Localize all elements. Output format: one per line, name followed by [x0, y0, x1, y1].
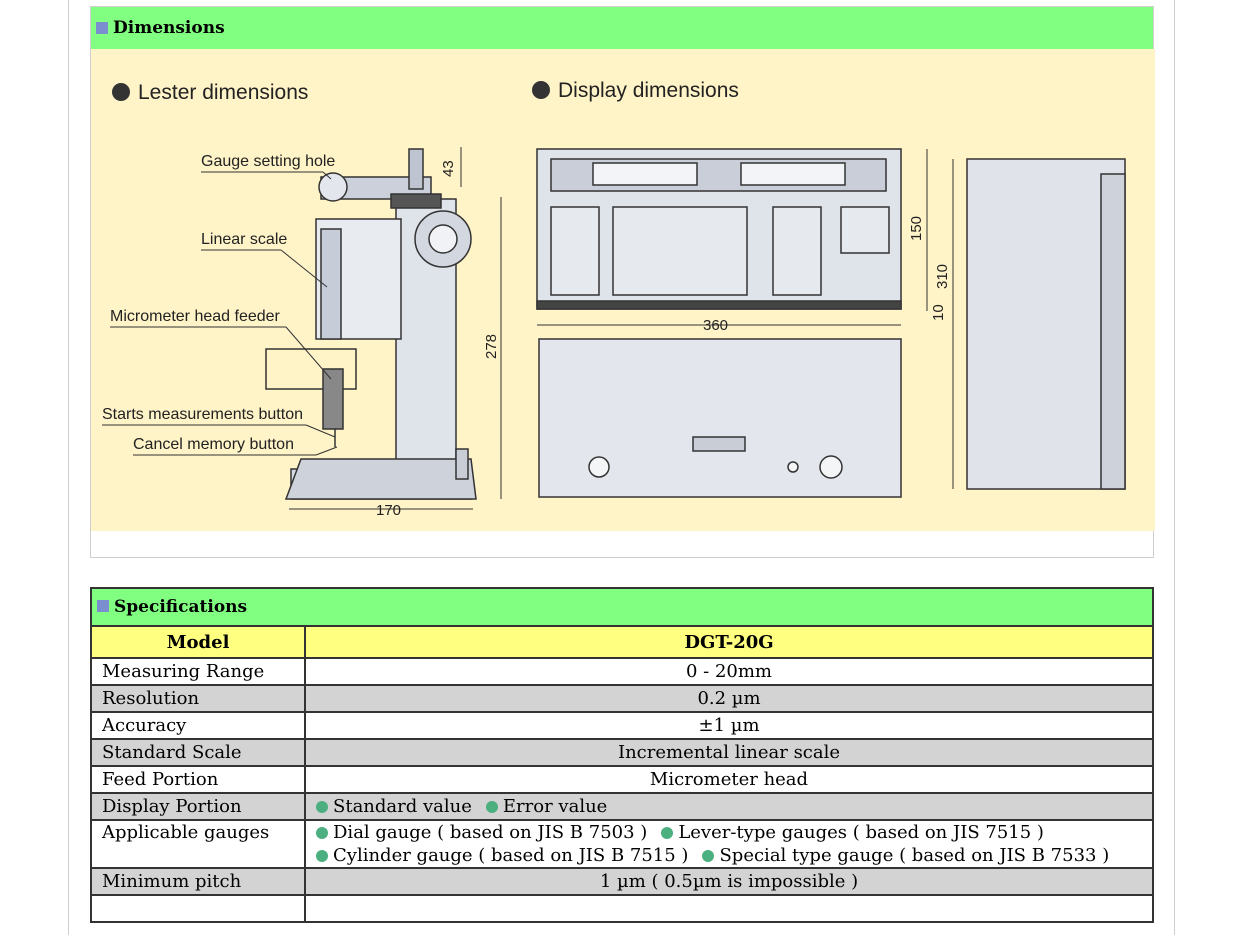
display-portion-row: Display Portion Standard value Error valu…	[90, 792, 1154, 821]
gauge-item: Special type gauge ( based on JIS B 7533…	[719, 845, 1110, 866]
dimensions-figure: Lester dimensions Display dimensions	[91, 49, 1155, 531]
specifications-title: Specifications	[114, 596, 248, 617]
label-starts-measurements-button: Starts measurements button	[102, 406, 303, 423]
display-portion-values: Standard value Error value	[304, 792, 1154, 821]
row-label: Accuracy	[90, 711, 306, 740]
table-row: Resolution 0.2 µm	[90, 684, 1154, 713]
bullet-dot-icon	[112, 83, 130, 101]
tester-drawing	[265, 148, 477, 500]
label-linear-scale: Linear scale	[201, 231, 287, 248]
display-gap-measure: 10	[930, 304, 947, 321]
tester-leader-lines	[102, 147, 502, 510]
display-drawing	[536, 148, 1126, 498]
row-label: Applicable gauges	[90, 819, 306, 869]
model-row: Model DGT-20G	[90, 625, 1154, 659]
display-dimension-lines	[537, 149, 954, 489]
green-bullet-icon	[316, 827, 328, 839]
dimensions-title: Dimensions	[113, 18, 225, 38]
dimensions-header: Dimensions	[91, 7, 1153, 49]
display-item: Standard value	[333, 796, 472, 817]
display-item: Error value	[502, 796, 608, 817]
gauge-item: Cylinder gauge ( based on JIS B 7515 )	[333, 845, 689, 866]
label-gauge-setting-hole: Gauge setting hole	[201, 153, 335, 170]
display-total-measure: 310	[934, 264, 951, 289]
table-row: Standard Scale Incremental linear scale	[90, 738, 1154, 767]
row-value: ±1 µm	[304, 711, 1154, 740]
row-label: Measuring Range	[90, 657, 306, 686]
table-row: Measuring Range 0 - 20mm	[90, 657, 1154, 686]
applicable-gauges-row: Applicable gauges Dial gauge ( based on …	[90, 819, 1154, 869]
bullet-dot-icon	[532, 81, 550, 99]
display-dimensions-title: Display dimensions	[558, 79, 739, 102]
green-bullet-icon	[485, 801, 498, 813]
dimensions-drawing: Lester dimensions Display dimensions	[102, 79, 1126, 519]
green-bullet-icon	[316, 801, 328, 813]
gauge-item: Dial gauge ( based on JIS B 7503 )	[333, 822, 648, 843]
model-value: DGT-20G	[304, 625, 1154, 659]
specifications-header: Specifications	[90, 587, 1154, 627]
row-label: Display Portion	[90, 792, 306, 821]
square-bullet-icon	[97, 599, 109, 612]
page-frame	[68, 0, 1175, 935]
label-cancel-memory-button: Cancel memory button	[133, 436, 294, 453]
table-row: Minimum pitch 1 µm ( 0.5µm is impossible…	[90, 867, 1154, 896]
tester-height-measure: 278	[483, 334, 500, 359]
label-micrometer-head-feeder: Micrometer head feeder	[110, 308, 281, 325]
gauge-item: Lever-type gauges ( based on JIS 7515 )	[678, 822, 1044, 843]
row-value: 1 µm ( 0.5µm is impossible )	[304, 867, 1154, 896]
table-row-partial	[90, 894, 1154, 923]
display-width-measure: 360	[703, 317, 728, 334]
tester-dimensions-title: Lester dimensions	[138, 81, 308, 104]
row-value: 0 - 20mm	[304, 657, 1154, 686]
row-value: 0.2 µm	[304, 684, 1154, 713]
row-label: Feed Portion	[90, 765, 306, 794]
table-row: Accuracy ±1 µm	[90, 711, 1154, 740]
dimensions-section: Dimensions Lester dimensions Display dim…	[90, 6, 1155, 558]
row-value: Micrometer head	[304, 765, 1154, 794]
display-upper-measure: 150	[908, 216, 925, 241]
tester-top-measure: 43	[440, 160, 457, 177]
row-label: Minimum pitch	[90, 867, 306, 896]
row-label: Resolution	[90, 684, 306, 713]
green-bullet-icon	[702, 850, 715, 862]
green-bullet-icon	[316, 850, 328, 862]
tester-width-measure: 170	[376, 502, 401, 519]
row-label: Standard Scale	[90, 738, 306, 767]
specifications-table: Specifications Model DGT-20G Measuring R…	[90, 587, 1154, 923]
applicable-gauges-values: Dial gauge ( based on JIS B 7503 ) Lever-…	[304, 819, 1154, 869]
row-value: Incremental linear scale	[304, 738, 1154, 767]
square-bullet-icon	[96, 22, 108, 34]
specifications-section: Specifications Model DGT-20G Measuring R…	[90, 587, 1154, 923]
table-row: Feed Portion Micrometer head	[90, 765, 1154, 794]
green-bullet-icon	[661, 827, 674, 839]
model-label: Model	[90, 625, 306, 659]
